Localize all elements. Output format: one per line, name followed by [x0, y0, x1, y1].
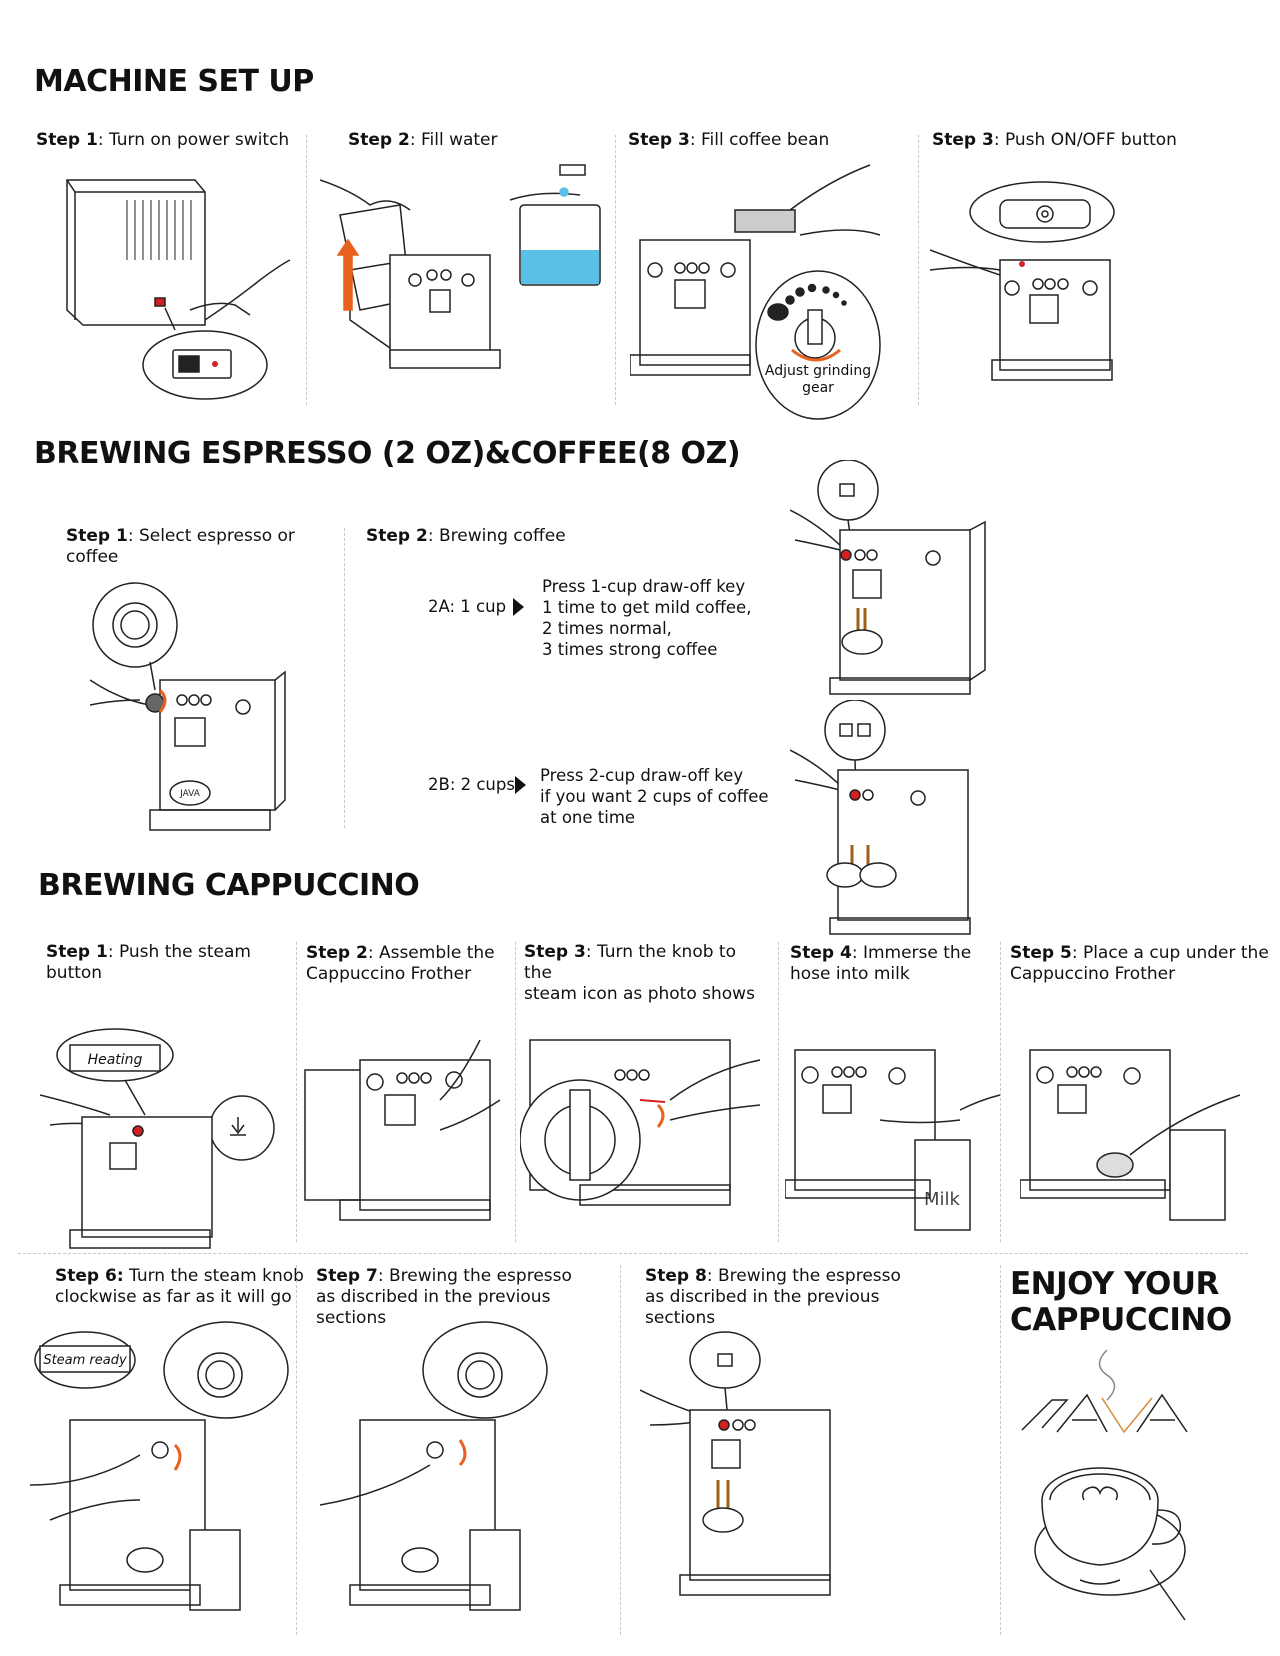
divider	[344, 528, 345, 828]
divider	[1000, 1265, 1001, 1635]
one-cup-illustration	[790, 460, 990, 700]
brewing-step-2-caption: Step 2: Brewing coffee	[366, 526, 566, 546]
cappuccino-step-7-caption: Step 7: Brewing the espresso as discribe…	[316, 1266, 572, 1328]
milk-label: Milk	[924, 1189, 961, 1210]
setup-step-2-caption: Step 2: Fill water	[348, 130, 498, 150]
java-logo	[1012, 1340, 1192, 1450]
frother-assembly-illustration	[300, 1040, 515, 1240]
cappuccino-step-6-caption: Step 6: Turn the steam knob clockwise as…	[55, 1266, 304, 1307]
cappuccino-step-8-caption: Step 8: Brewing the espresso as discribe…	[645, 1266, 901, 1328]
divider	[778, 942, 779, 1242]
grind-label-line2: gear	[802, 380, 834, 396]
divider	[615, 135, 616, 405]
place-cup-illustration	[1020, 1040, 1250, 1250]
steam-knob-illustration	[520, 1030, 780, 1250]
select-coffee-illustration: JAVA	[90, 560, 290, 850]
cappuccino-step-2-caption: Step 2: Assemble the Cappuccino Frother	[306, 943, 495, 984]
enjoy-title: ENJOY YOUR CAPPUCCINO	[1010, 1266, 1232, 1338]
brewing-step-1-caption: Step 1: Select espresso or coffee	[66, 526, 295, 567]
cappuccino-step-5-caption: Step 5: Place a cup under the Cappuccino…	[1010, 943, 1269, 984]
divider	[918, 135, 919, 405]
setup-step-1-caption: Step 1: Turn on power switch	[36, 130, 290, 150]
fill-beans-illustration: Adjust grinding gear	[630, 160, 910, 420]
divider	[18, 1253, 1248, 1254]
power-switch-illustration	[55, 170, 295, 410]
option-b-text: Press 2-cup draw-off key if you want 2 c…	[540, 766, 769, 827]
arrow-right-icon	[515, 776, 526, 794]
brewing-espresso-final-illustration	[640, 1330, 860, 1620]
steam-ready-label: Steam ready	[43, 1353, 127, 1368]
divider	[620, 1265, 621, 1635]
two-cup-illustration	[790, 700, 990, 940]
option-a-label: 2A: 1 cup	[428, 597, 507, 616]
steam-button-illustration: Heating	[40, 1025, 295, 1265]
option-b-label: 2B: 2 cups	[428, 775, 515, 794]
grind-label-line1: Adjust grinding	[765, 363, 871, 379]
cup-brand: JAVA	[179, 789, 201, 799]
divider	[306, 135, 307, 405]
heating-label: Heating	[88, 1052, 143, 1068]
cappuccino-step-4-caption: Step 4: Immerse the hose into milk	[790, 943, 972, 984]
immerse-hose-illustration: Milk	[785, 1040, 1005, 1250]
arrow-right-icon	[513, 598, 524, 616]
divider	[515, 942, 516, 1242]
fill-water-illustration	[320, 160, 610, 390]
setup-step-3-caption: Step 3: Fill coffee bean	[628, 130, 830, 150]
steam-ready-illustration: Steam ready	[30, 1320, 290, 1620]
cappuccino-step-3-caption: Step 3: Turn the knob to the steam icon …	[524, 942, 755, 1004]
cappuccino-cup-icon	[1030, 1450, 1200, 1625]
cappuccino-step-1-caption: Step 1: Push the steam button	[46, 942, 251, 983]
power-button-illustration	[930, 180, 1200, 410]
brewing-espresso-illustration	[320, 1320, 590, 1620]
section-title-brewing: BREWING ESPRESSO (2 OZ)&COFFEE(8 OZ)	[34, 436, 741, 471]
section-title-cappuccino: BREWING CAPPUCCINO	[38, 868, 420, 903]
divider	[1000, 942, 1001, 1242]
option-a-text: Press 1-cup draw-off key 1 time to get m…	[542, 577, 752, 659]
section-title-setup: MACHINE SET UP	[34, 64, 314, 99]
divider	[296, 1265, 297, 1635]
divider	[296, 942, 297, 1242]
setup-step-4-caption: Step 3: Push ON/OFF button	[932, 130, 1177, 150]
